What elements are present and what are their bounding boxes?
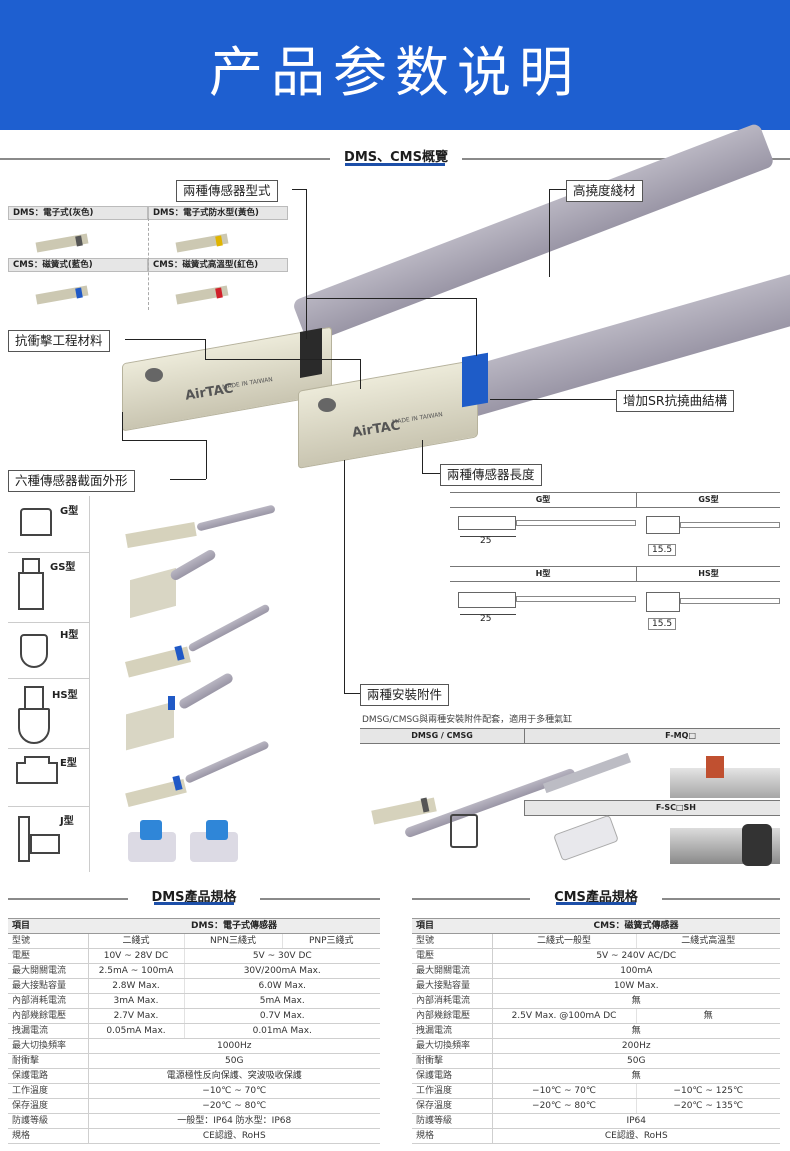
accessory-head-dmsg: DMSG / CMSG [360, 728, 524, 744]
shape-e-label: E型 [60, 758, 77, 769]
accessory-head-fmq: F-MQ□ [524, 728, 780, 744]
callout-impact-material: 抗衝擊工程材料 [8, 330, 110, 352]
table-row: 保存溫度−20℃ ~ 80℃−20℃ ~ 135℃ [412, 1098, 780, 1114]
table-row: 保護電路電源極性反向保護、突波吸收保護 [8, 1068, 380, 1084]
shape-g-label: G型 [60, 506, 79, 517]
dms-title: DMS產品規格 [151, 890, 237, 905]
callout-two-accessories: 兩種安裝附件 [360, 684, 450, 706]
shape-gs-icon [22, 558, 40, 572]
callout-two-types: 兩種傳感器型式 [176, 180, 278, 202]
len-hs-dim: 15.5 [648, 618, 677, 630]
len-g-header: G型 [450, 492, 636, 508]
lengths-panel: G型 GS型 25 15.5 H型 HS型 25 15.5 [450, 492, 780, 638]
table-row: 保存溫度−20℃ ~ 80℃ [8, 1098, 380, 1114]
shape-h-icon [20, 634, 48, 668]
cms-title: CMS產品規格 [554, 890, 638, 905]
callout-two-lengths: 兩種傳感器長度 [440, 464, 542, 486]
callout-sr-structure: 增加SR抗撓曲結構 [616, 390, 735, 412]
callout-flex-cable: 高撓度綫材 [566, 180, 643, 202]
table-row: 內部消耗電流無 [412, 993, 780, 1009]
cms-header-type: CMS：磁簧式傳感器 [492, 918, 780, 934]
type-cms-blue: CMS：磁簧式(藍色) [8, 258, 148, 272]
table-row: 拽漏電流無 [412, 1023, 780, 1039]
sensor-types-panel: DMS：電子式(灰色) DMS：電子式防水型(黃色) CMS：磁簧式(藍色) C… [8, 206, 288, 310]
overview-title: DMS、CMS概覽 [344, 150, 448, 165]
shape-e-icon [16, 762, 58, 784]
table-row: 項目 DMS：電子式傳感器 [8, 918, 380, 934]
callout-six-sections: 六種傳感器截面外形 [8, 470, 135, 492]
type-cms-red: CMS：磁簧式高溫型(紅色) [148, 258, 288, 272]
shape-h-label: H型 [60, 630, 79, 641]
len-g-dim: 25 [480, 536, 492, 546]
overview-title-underline [345, 163, 445, 166]
page-title: 产品参数说明 [209, 41, 581, 104]
divider-right [462, 158, 790, 160]
accessory-panel: DMSG / CMSG F-MQ□ F-SC□SH [360, 728, 780, 868]
section-shapes: G型 GS型 H型 HS型 E型 J型 [8, 496, 288, 872]
table-row: 工作溫度−10℃ ~ 70℃−10℃ ~ 125℃ [412, 1083, 780, 1099]
len-gs-dim: 15.5 [648, 544, 677, 556]
shape-hs-icon [24, 686, 44, 708]
type-dms-gray: DMS：電子式(灰色) [8, 206, 148, 220]
table-row: 型號二綫式一般型二綫式高溫型 [412, 933, 780, 949]
dms-header-type: DMS：電子式傳感器 [88, 918, 380, 934]
len-hs-header: HS型 [636, 566, 780, 582]
shape-g-icon [20, 508, 52, 536]
dms-header-item: 項目 [8, 918, 88, 934]
table-row: 防護等級一般型：IP64 防水型：IP68 [8, 1113, 380, 1129]
shape-hs-label: HS型 [52, 690, 78, 701]
shape-j-icon [18, 816, 30, 862]
divider-left [0, 158, 330, 160]
type-dms-yellow: DMS：電子式防水型(黃色) [148, 206, 288, 220]
table-row: 項目 CMS：磁簧式傳感器 [412, 918, 780, 934]
accessory-head-fsc: F-SC□SH [524, 800, 780, 816]
len-gs-header: GS型 [636, 492, 780, 508]
table-row: 保護電路無 [412, 1068, 780, 1084]
cms-header-item: 項目 [412, 918, 492, 934]
header-banner [0, 0, 790, 130]
shape-gs-label: GS型 [50, 562, 76, 573]
len-h-header: H型 [450, 566, 636, 582]
accessory-note: DMSG/CMSG與兩種安裝附件配套，適用于多種氣缸 [362, 715, 573, 725]
shape-j-label: J型 [60, 816, 74, 827]
len-h-dim: 25 [480, 614, 492, 624]
table-row: 工作溫度−10℃ ~ 70℃ [8, 1083, 380, 1099]
